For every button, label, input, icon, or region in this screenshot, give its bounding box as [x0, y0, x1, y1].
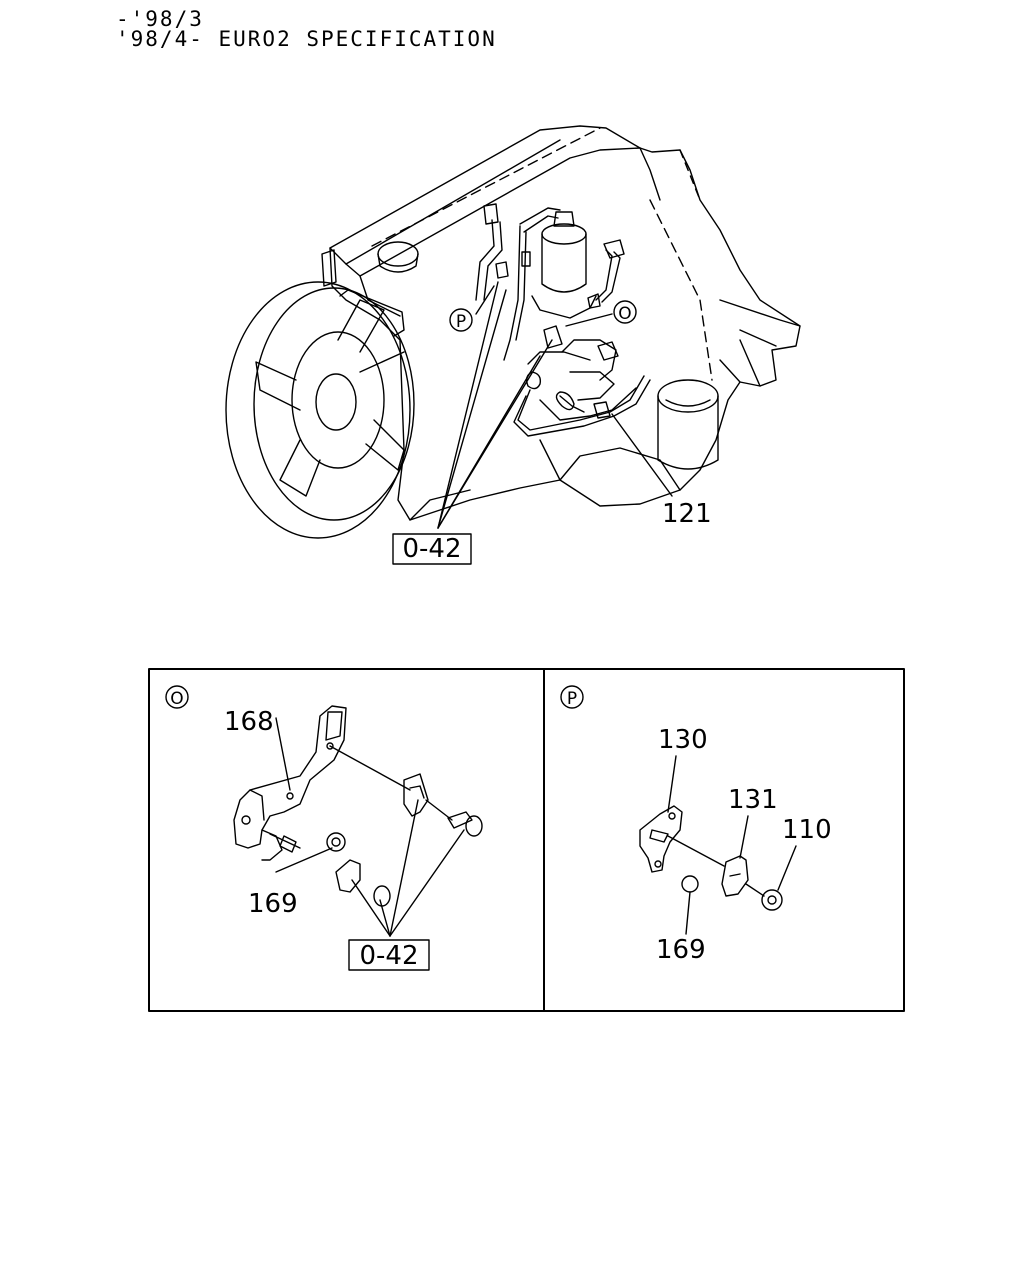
- callout-o-label: O: [618, 304, 631, 324]
- callout-p-label: P: [456, 312, 466, 332]
- detail-o-circle: [165, 685, 189, 709]
- part-number-121: 121: [662, 499, 712, 529]
- detail-frame: [148, 668, 905, 1012]
- part-number-168: 168: [224, 707, 274, 737]
- part-number-169-o: 169: [248, 889, 298, 919]
- detail-p: P: [560, 685, 797, 935]
- part-number-131: 131: [728, 785, 778, 815]
- canister: [531, 211, 597, 319]
- fuel-pipes: [475, 203, 651, 437]
- detail-o: O: [165, 685, 483, 937]
- ref-box-detail-o-label: 0-42: [359, 941, 418, 971]
- fan-pulley: [225, 281, 415, 539]
- fuel-filter: [657, 379, 719, 470]
- part-number-110: 110: [782, 815, 832, 845]
- header-line-2: '98/4- EURO2 SPECIFICATION: [116, 27, 497, 51]
- detail-p-circle: [560, 685, 584, 709]
- callout-circle-o: [613, 300, 637, 324]
- engine-illustration: [321, 125, 801, 521]
- header-line-1: -'98/3: [116, 7, 204, 31]
- detail-p-circle-label: P: [567, 689, 577, 709]
- leader-lines: [437, 281, 673, 529]
- callout-circle-p: [449, 308, 473, 332]
- ref-box-detail-o: [348, 939, 430, 971]
- detail-o-circle-label: O: [170, 689, 183, 709]
- part-number-130: 130: [658, 725, 708, 755]
- ref-box-main: [392, 533, 472, 565]
- part-number-169-p: 169: [656, 935, 706, 965]
- ref-box-main-label: 0-42: [402, 534, 461, 564]
